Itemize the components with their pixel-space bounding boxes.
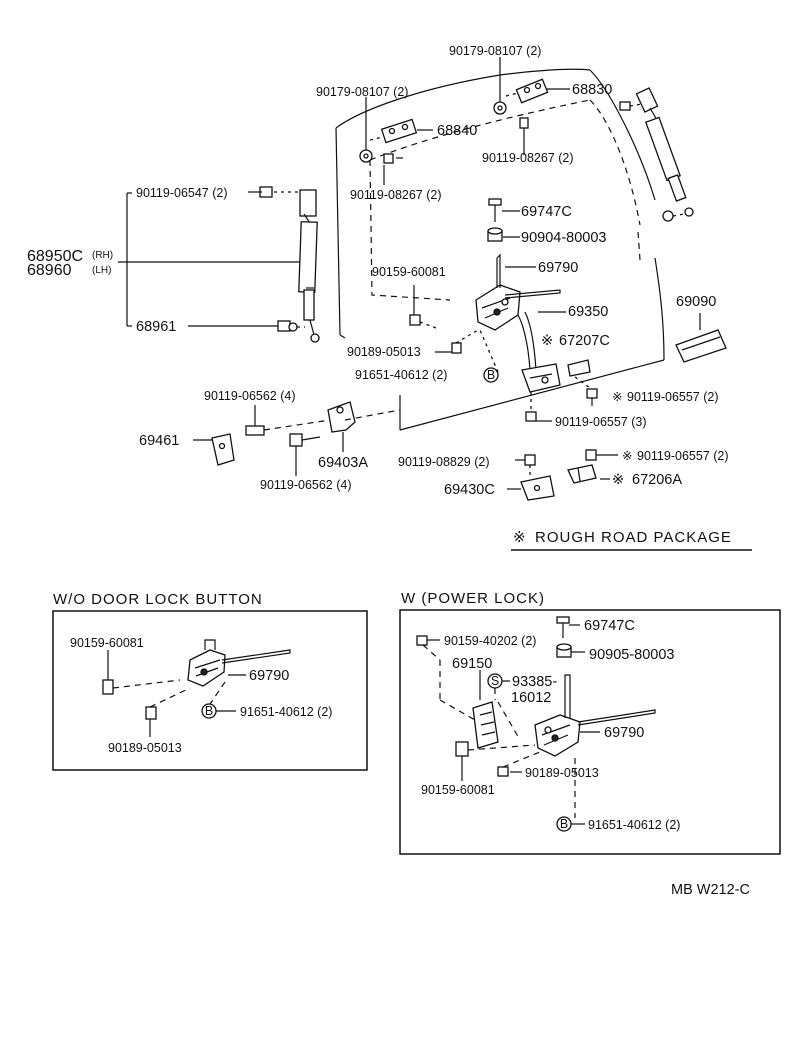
handle-69090 — [675, 313, 727, 363]
label-69403a: 69403A — [318, 455, 368, 471]
bolt-90159-60081-main — [409, 285, 437, 329]
label-68961: 68961 — [136, 319, 176, 335]
bolt-90119-06557-3 — [525, 392, 552, 422]
right-label-90905-80003: 90905-80003 — [589, 647, 674, 663]
left-label-90189-05013: 90189-05013 — [108, 741, 182, 755]
label-69430c: 69430C — [444, 482, 495, 498]
pad-67206a — [567, 464, 597, 484]
label-90119-06557-a: 90119-06557 (2) — [627, 390, 719, 404]
pad-67207c — [567, 359, 591, 377]
rough-mark-67207c: ※ — [541, 333, 553, 349]
strut-68950c-68960 — [298, 189, 320, 343]
b-marker-right: B — [560, 817, 568, 831]
clip-90189 — [435, 329, 479, 354]
figure-code: MB W212-C — [671, 882, 750, 898]
right-label-69790: 69790 — [604, 725, 644, 741]
callout-labels: 90179-08107 (2) 90179-08107 (2) 68830 68… — [27, 44, 729, 498]
label-68960: 68960 — [27, 262, 72, 279]
label-90119-08267-r: 90119-08267 (2) — [482, 151, 574, 165]
lower-lock — [521, 363, 561, 393]
label-rh: (RH) — [92, 250, 113, 261]
label-90119-06562-top: 90119-06562 (4) — [204, 389, 296, 403]
label-69461: 69461 — [139, 433, 179, 449]
bolt-90119-08829 — [515, 454, 536, 477]
bracket-68950c — [118, 191, 300, 327]
bolt-69747c — [488, 198, 520, 222]
bracket-69430c — [520, 475, 555, 501]
bolt-90119-06562-bot — [289, 433, 321, 476]
bolt-90119-08267-l — [383, 153, 403, 185]
hinge-68840 — [369, 118, 433, 144]
label-69350: 69350 — [568, 304, 608, 320]
striker-69403a — [327, 401, 401, 452]
right-box-title: W (POWER LOCK) — [401, 590, 545, 607]
label-90159-60081: 90159-60081 — [372, 265, 446, 279]
right-label-93385-b: 16012 — [511, 690, 551, 706]
rough-road-text: ROUGH ROAD PACKAGE — [535, 529, 732, 546]
bolt-68961 — [277, 320, 305, 332]
rough-road-mark: ※ — [513, 529, 527, 546]
hinge-68830 — [505, 78, 570, 104]
right-box-labels: W (POWER LOCK) 90159-40202 (2) 69747C 69… — [401, 590, 680, 832]
box-without-door-lock-button: B — [52, 610, 368, 771]
b-marker-left: B — [205, 704, 213, 718]
label-90904-80003: 90904-80003 — [521, 230, 606, 246]
rough-mark-06557-b: ※ — [622, 449, 632, 463]
label-90119-06557-3: 90119-06557 (3) — [555, 415, 647, 429]
left-label-69790: 69790 — [249, 668, 289, 684]
right-label-91651-40612: 91651-40612 (2) — [588, 818, 680, 832]
label-lh: (LH) — [92, 265, 111, 276]
label-68840: 68840 — [437, 123, 477, 139]
label-69790: 69790 — [538, 260, 578, 276]
label-69090: 69090 — [676, 294, 716, 310]
bolt-90119-06557-a — [574, 376, 598, 406]
label-67206a: 67206A — [632, 472, 682, 488]
right-label-90159-60081: 90159-60081 — [421, 783, 495, 797]
label-68830: 68830 — [572, 82, 612, 98]
right-label-93385-a: 93385- — [512, 674, 557, 690]
striker-69461 — [193, 433, 235, 466]
left-box-labels: W/O DOOR LOCK BUTTON 90159-60081 69790 9… — [53, 591, 332, 755]
bolt-90119-06547 — [259, 186, 300, 198]
label-69747c: 69747C — [521, 204, 572, 220]
b-marker-label: B — [487, 368, 495, 382]
left-label-91651-40612: 91651-40612 (2) — [240, 705, 332, 719]
left-label-90159-60081: 90159-60081 — [70, 636, 144, 650]
label-90119-06562-bot: 90119-06562 (4) — [260, 478, 352, 492]
label-90179-08107-top: 90179-08107 (2) — [449, 44, 541, 58]
bolt-90119-08267-r — [519, 117, 529, 155]
left-box-title: W/O DOOR LOCK BUTTON — [53, 591, 263, 608]
rough-road-note: ※ ROUGH ROAD PACKAGE — [511, 529, 752, 551]
cushion-90904 — [487, 227, 520, 242]
label-68950c: 68950C — [27, 248, 83, 265]
right-label-90159-40202: 90159-40202 (2) — [444, 634, 536, 648]
rod-69350 — [505, 266, 566, 371]
box-power-lock: S B — [399, 609, 781, 855]
label-90119-08267-l: 90119-08267 (2) — [350, 188, 442, 202]
label-90119-08829: 90119-08829 (2) — [398, 455, 490, 469]
label-90179-08107-left: 90179-08107 (2) — [316, 85, 408, 99]
nut-90179-left — [359, 97, 373, 163]
rough-mark-06557-a: ※ — [612, 390, 622, 404]
back-door-outline — [335, 68, 665, 431]
bolt-90119-06557-b — [585, 449, 618, 461]
label-67207c: 67207C — [559, 333, 610, 349]
label-90189-05013: 90189-05013 — [347, 345, 421, 359]
right-label-90189-05013: 90189-05013 — [525, 766, 599, 780]
strut-right — [619, 87, 694, 222]
label-91651-40612: 91651-40612 (2) — [355, 368, 447, 382]
nut-90179-top — [493, 57, 507, 115]
lock-69350 — [475, 253, 561, 331]
label-90119-06547: 90119-06547 (2) — [136, 186, 228, 200]
b-marker-main: B — [479, 329, 499, 383]
right-label-69747c: 69747C — [584, 618, 635, 634]
rough-mark-67206a: ※ — [612, 472, 624, 488]
s-marker: S — [491, 674, 499, 688]
right-label-69150: 69150 — [452, 656, 492, 672]
label-90119-06557-b: 90119-06557 (2) — [637, 449, 729, 463]
bolt-90119-06562-top — [245, 405, 331, 436]
